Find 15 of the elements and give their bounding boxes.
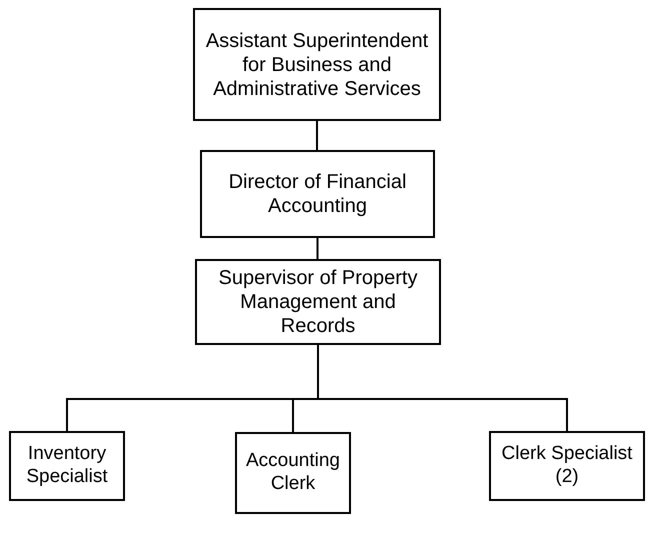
position-title: Assistant Superintendent for Business and Administrative Services xyxy=(204,28,430,100)
position-title: Accounting Clerk xyxy=(244,450,341,496)
connector-line xyxy=(316,121,318,150)
org-box xyxy=(193,8,441,121)
org-box xyxy=(235,432,351,514)
position-title: Inventory Specialist xyxy=(25,443,109,489)
org-box xyxy=(9,431,125,501)
connector-line xyxy=(316,238,318,259)
position-title: Director of Financial Accounting xyxy=(228,170,408,218)
org-box xyxy=(489,431,645,501)
org-box xyxy=(200,150,435,238)
position-title: Clerk Specialist (2) xyxy=(500,443,634,489)
position-title: Supervisor of Property Management and Records xyxy=(218,266,418,338)
connector-line xyxy=(317,345,568,431)
org-box xyxy=(195,259,441,345)
